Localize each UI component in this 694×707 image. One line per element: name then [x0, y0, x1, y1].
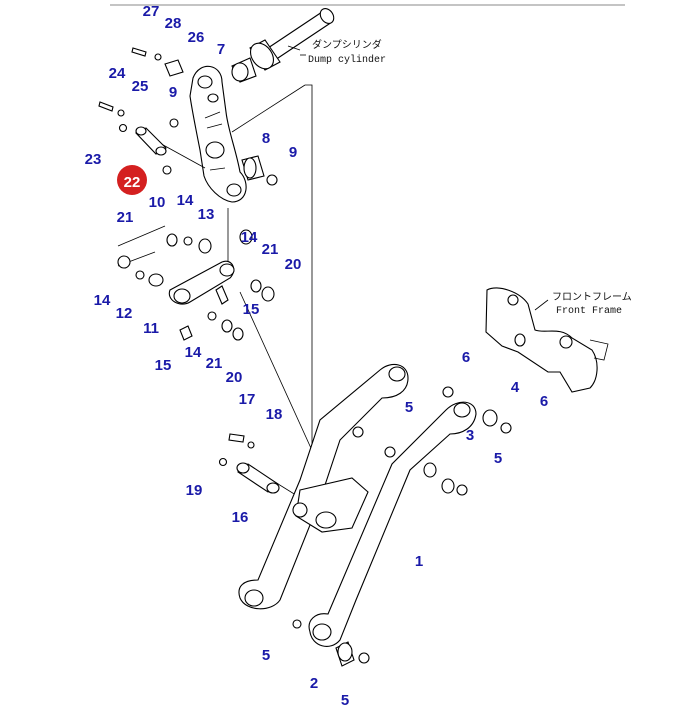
- part-number-label: 11: [143, 320, 159, 337]
- part-number-label: 21: [262, 241, 279, 258]
- pin-16: [218, 433, 280, 494]
- small-bolts-top: [98, 47, 184, 175]
- front-frame-label-jp: フロントフレーム: [552, 291, 632, 304]
- part-number-label: 14: [185, 344, 202, 361]
- dump-cylinder-leader: [287, 45, 301, 51]
- part-number-label: 20: [226, 369, 243, 386]
- pin-23: [135, 126, 167, 156]
- part-number-highlighted: 22: [124, 174, 141, 191]
- front-frame-label-en: Front Frame: [556, 306, 622, 317]
- part-number-label: 21: [206, 355, 223, 372]
- part-number-label: 16: [232, 509, 249, 526]
- bushing-2: [292, 619, 370, 667]
- part-number-label: 6: [540, 393, 548, 410]
- part-number-label: 4: [511, 379, 520, 396]
- lift-arm: [238, 363, 477, 647]
- part-number-label: 18: [266, 406, 283, 423]
- bushing-4: [482, 409, 512, 434]
- front-frame: [485, 287, 609, 393]
- part-number-label: 27: [143, 3, 160, 20]
- part-number-label: 5: [262, 647, 270, 664]
- part-number-label: 3: [466, 427, 474, 444]
- part-number-label: 10: [149, 194, 166, 211]
- part-number-label: 5: [405, 399, 413, 416]
- dump-cylinder-label-jp: ダンプシリンダ: [312, 38, 382, 52]
- bushing-8: [241, 155, 278, 186]
- part-number-label: 9: [169, 84, 177, 101]
- highlight-circle: [117, 165, 147, 195]
- part-number-label: 14: [177, 192, 194, 209]
- part-number-label: 12: [116, 305, 133, 322]
- part-number-label: 5: [341, 692, 349, 707]
- part-number-label: 20: [285, 256, 302, 273]
- part-number-label: 14: [241, 229, 258, 246]
- part-number-label: 7: [217, 41, 225, 58]
- part-number-label: 15: [243, 301, 260, 318]
- part-number-label: 9: [289, 144, 297, 161]
- link-11: [117, 229, 275, 341]
- part-number-label: 6: [462, 349, 470, 366]
- part-number-label: 21: [117, 209, 134, 226]
- part-number-label: 19: [186, 482, 203, 499]
- bell-crank: [189, 65, 247, 203]
- part-number-label: 23: [85, 151, 102, 168]
- dump-cylinder-label-en: Dump cylinder: [308, 54, 386, 66]
- part-number-label: 8: [262, 130, 270, 147]
- part-number-label: 1: [415, 553, 423, 570]
- part-number-label: 17: [239, 391, 256, 408]
- part-number-label: 13: [198, 206, 215, 223]
- part-number-label: 5: [494, 450, 502, 467]
- part-number-label: 28: [165, 15, 182, 32]
- part-number-label: 14: [94, 292, 111, 309]
- part-number-label: 25: [132, 78, 149, 95]
- part-number-label: 26: [188, 29, 205, 46]
- part-number-label: 2: [310, 675, 318, 692]
- part-number-label: 24: [109, 65, 126, 82]
- dump-cylinder: [231, 8, 335, 83]
- part-number-label: 15: [155, 357, 172, 374]
